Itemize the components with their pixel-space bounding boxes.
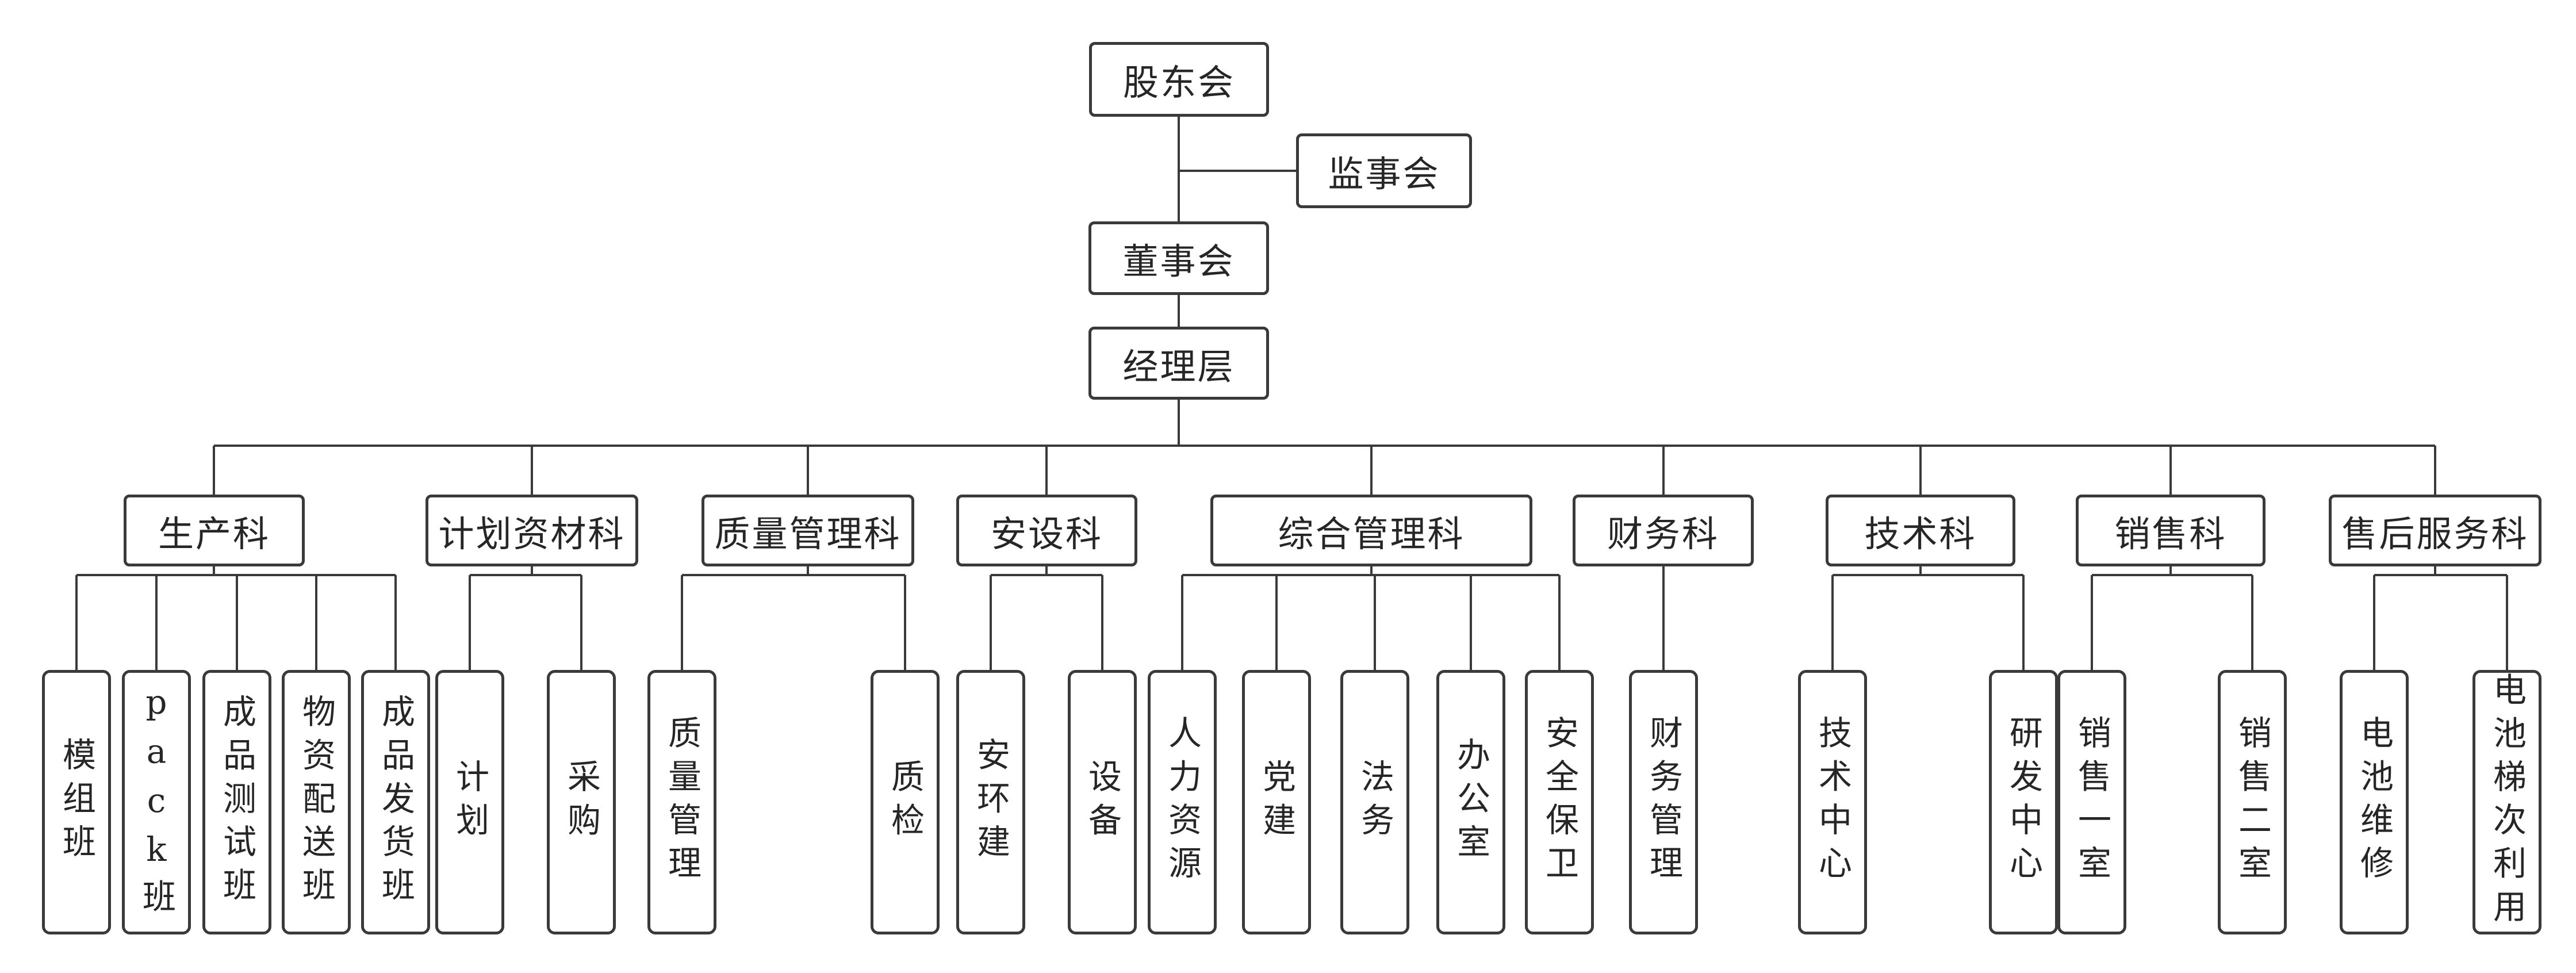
node-dept-quality-management: 质量管理科 xyxy=(702,495,914,566)
node-unit-finished-product-testing-team: 成品测试班 xyxy=(202,670,271,934)
node-unit-planning: 计划 xyxy=(435,670,504,934)
node-unit-sales-office-2: 销售二室 xyxy=(2218,670,2287,934)
node-unit-procurement: 采购 xyxy=(547,670,616,934)
node-dept-technology: 技术科 xyxy=(1826,495,2015,566)
node-unit-technology-center: 技术中心 xyxy=(1798,670,1867,934)
node-dept-sales: 销售科 xyxy=(2076,495,2266,566)
node-dept-finance: 财务科 xyxy=(1573,495,1754,566)
node-unit-safety-environment-construction: 安环建 xyxy=(956,670,1025,934)
node-board-of-directors: 董事会 xyxy=(1088,221,1269,295)
node-unit-finished-product-shipping-team: 成品发货班 xyxy=(361,670,430,934)
node-unit-human-resources: 人力资源 xyxy=(1148,670,1217,934)
node-unit-battery-cascade-utilization: 电池梯次利用 xyxy=(2472,670,2542,934)
node-unit-pack-team: pack班 xyxy=(122,670,191,934)
node-dept-general-management: 综合管理科 xyxy=(1210,495,1532,566)
node-shareholders-meeting: 股东会 xyxy=(1089,42,1269,117)
node-supervisory-board: 监事会 xyxy=(1296,133,1472,208)
node-unit-party-building: 党建 xyxy=(1242,670,1311,934)
node-dept-safety-equipment: 安设科 xyxy=(956,495,1137,566)
node-unit-battery-maintenance: 电池维修 xyxy=(2340,670,2409,934)
node-unit-financial-management: 财务管理 xyxy=(1629,670,1698,934)
node-unit-material-distribution-team: 物资配送班 xyxy=(282,670,351,934)
node-dept-after-sales-service: 售后服务科 xyxy=(2329,495,2542,566)
node-unit-quality-management: 质量管理 xyxy=(647,670,716,934)
node-management-level: 经理层 xyxy=(1088,327,1269,400)
node-dept-production: 生产科 xyxy=(124,495,305,566)
node-unit-office: 办公室 xyxy=(1436,670,1505,934)
node-unit-sales-office-1: 销售一室 xyxy=(2057,670,2126,934)
node-unit-legal-affairs: 法务 xyxy=(1340,670,1409,934)
node-unit-rnd-center: 研发中心 xyxy=(1989,670,2058,934)
node-unit-quality-inspection: 质检 xyxy=(871,670,940,934)
node-dept-planning-materials: 计划资材科 xyxy=(425,495,638,566)
node-unit-equipment: 设备 xyxy=(1068,670,1137,934)
node-unit-security: 安全保卫 xyxy=(1525,670,1594,934)
node-unit-module-team: 模组班 xyxy=(42,670,111,934)
